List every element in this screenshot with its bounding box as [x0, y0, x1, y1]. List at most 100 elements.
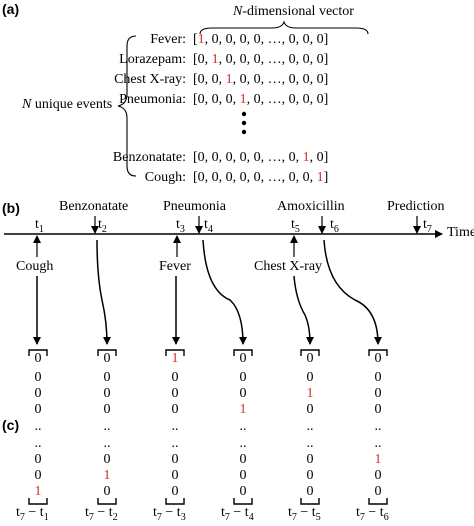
- vector-value: ..: [306, 436, 314, 451]
- vector-value: 0: [103, 351, 111, 366]
- delta-part: 6: [383, 511, 389, 523]
- panel-label-b: (b): [2, 200, 20, 216]
- panel-label-c: (c): [2, 417, 20, 433]
- one-hot-value: 1: [211, 52, 219, 67]
- vector-text: , 0]: [309, 150, 329, 165]
- vector-value: ..: [171, 436, 179, 451]
- vector-value: 0: [374, 351, 382, 366]
- vector-value: ..: [374, 436, 382, 451]
- vector-value: 0: [34, 468, 42, 483]
- one-hot-value: 1: [239, 92, 247, 107]
- tick-base: t: [204, 217, 208, 232]
- vector-value: 0: [103, 370, 111, 385]
- vector-text: , 0, 0, 0, …, 0, 0, 0]: [218, 52, 329, 67]
- vector-text: , 0, 0, …, 0, 0, 0]: [232, 72, 329, 87]
- delta-part: 7: [359, 511, 365, 523]
- vector-text: [0, 0,: [193, 72, 226, 87]
- event-name: Lorazepam:: [119, 52, 186, 67]
- events-brace: [117, 35, 137, 177]
- one-hot-value: 1: [302, 150, 310, 165]
- vector-value: 0: [239, 452, 247, 467]
- tick-subscript: 3: [179, 223, 185, 235]
- brace-label: N unique events: [22, 98, 112, 112]
- vector-value: 0: [374, 484, 382, 499]
- tick-subscript: 1: [38, 223, 44, 235]
- delta-part: 3: [180, 511, 186, 523]
- vector-value: 0: [306, 351, 314, 366]
- vector-value: 0: [103, 484, 111, 499]
- vector-text: ]: [323, 170, 329, 185]
- tick-label-t4: t4: [204, 218, 213, 235]
- tick-subscript: 4: [207, 223, 213, 235]
- delta-part: − t: [364, 505, 384, 520]
- tick-label-t5: t5: [291, 218, 300, 235]
- vector-value: 0: [374, 386, 382, 401]
- one-hot-value: 1: [34, 484, 42, 499]
- vector-value: ..: [171, 419, 179, 434]
- arrow-to-col-5: [293, 275, 314, 345]
- one-hot-value: 1: [306, 386, 314, 401]
- event-vector: [0, 0, 1, 0, 0, …, 0, 0, 0]: [193, 73, 328, 87]
- brace-label-rest: unique events: [31, 97, 113, 112]
- delta-part: 1: [43, 511, 49, 523]
- vector-value: ..: [306, 419, 314, 434]
- tick-base: t: [330, 217, 334, 232]
- vector-value: 0: [239, 484, 247, 499]
- one-hot-value: 1: [225, 72, 233, 87]
- delta-label: t7 − t2: [85, 506, 118, 523]
- vector-title-text: N: [233, 4, 243, 19]
- vector-value: 0: [34, 452, 42, 467]
- vector-value: 0: [171, 386, 179, 401]
- vector-text: , 0, …, 0, 0, 0]: [246, 92, 329, 107]
- panel-label-a: (a): [2, 1, 20, 17]
- event-label-pneumonia: Pneumonia: [163, 199, 226, 214]
- vector-text: , 0, 0, 0, 0, …, 0, 0, 0]: [204, 32, 329, 47]
- tick-base: t: [98, 217, 102, 232]
- ellipsis-dot: [241, 111, 247, 117]
- delta-part: t: [16, 505, 20, 520]
- delta-part: 7: [224, 511, 230, 523]
- event-label-fever: Fever: [159, 259, 191, 274]
- vector-value: 0: [171, 484, 179, 499]
- vector-value: ..: [374, 419, 382, 434]
- vector-text: [: [193, 32, 198, 47]
- event-vector: [0, 0, 0, 1, 0, …, 0, 0, 0]: [193, 93, 328, 107]
- delta-label: t7 − t3: [153, 506, 186, 523]
- one-hot-value: 1: [316, 170, 324, 185]
- vector-value: 0: [306, 452, 314, 467]
- delta-part: − t: [93, 505, 113, 520]
- ellipsis-dot: [241, 120, 247, 126]
- vector-value: 0: [306, 468, 314, 483]
- vector-value: 0: [171, 452, 179, 467]
- delta-part: 7: [88, 511, 94, 523]
- delta-part: t: [85, 505, 89, 520]
- vector-value: ..: [239, 436, 247, 451]
- vector-text: [0, 0, 0,: [193, 92, 240, 107]
- vector-text: [0,: [193, 52, 212, 67]
- vector-value: 0: [374, 370, 382, 385]
- delta-part: t: [153, 505, 157, 520]
- arrow-to-col-4: [202, 239, 247, 345]
- arrow-to-col-2: [96, 239, 111, 345]
- brace-label-n: N: [22, 97, 32, 112]
- vector-value: 0: [171, 402, 179, 417]
- delta-label: t7 − t4: [221, 506, 254, 523]
- delta-part: − t: [161, 505, 181, 520]
- vector-brace: [199, 20, 369, 35]
- vector-title: N-dimensional vector: [233, 5, 354, 19]
- vector-title-rest: -dimensional vector: [242, 4, 354, 19]
- vector-value: 0: [239, 468, 247, 483]
- delta-part: 5: [315, 511, 321, 523]
- delta-label: t7 − t5: [288, 506, 321, 523]
- tick-subscript: 7: [426, 223, 432, 235]
- tick-label-t1: t1: [35, 218, 44, 235]
- column-brackets: [28, 349, 388, 356]
- delta-part: t: [288, 505, 292, 520]
- vector-value: ..: [34, 436, 42, 451]
- tick-base: t: [291, 217, 295, 232]
- one-hot-value: 1: [239, 402, 247, 417]
- vector-value: 0: [306, 402, 314, 417]
- one-hot-value: 1: [197, 32, 205, 47]
- tick-subscript: 2: [101, 223, 107, 235]
- event-vector: [1, 0, 0, 0, 0, …, 0, 0, 0]: [193, 33, 328, 47]
